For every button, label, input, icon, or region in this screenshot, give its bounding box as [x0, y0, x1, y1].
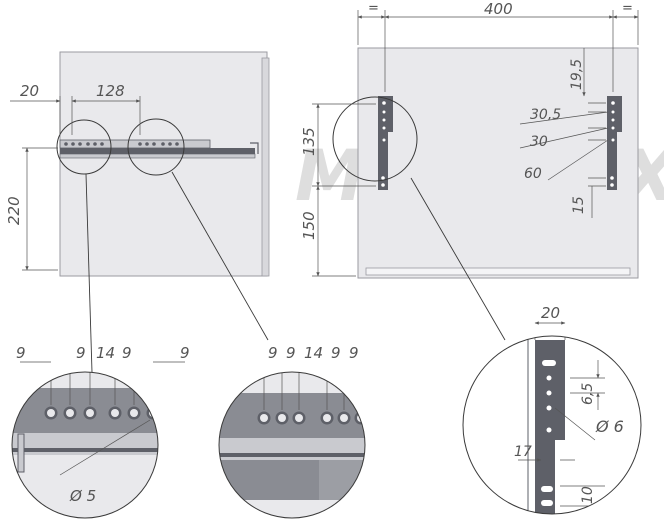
dim-equal-left: = [368, 1, 379, 16]
detail-right-width: 20 [541, 304, 560, 322]
detail-middle: 9 9 14 9 9 [218, 344, 366, 519]
right-cabinet-panel [357, 47, 639, 279]
dim-lower-height: 150 [300, 211, 318, 240]
left-dim-spacing: 128 [96, 82, 125, 100]
left-dim-height: 220 [5, 196, 23, 225]
right-bracket-right [607, 96, 622, 190]
right-view: = 400 = 135 150 19,5 30,5 30 60 15 [300, 0, 639, 279]
left-cabinet-panel [59, 51, 268, 277]
left-detail-callout-a [56, 119, 112, 175]
detail-right: 20 6,5 Ø 6 17 10 [462, 304, 642, 515]
left-dim-offset: 20 [20, 82, 39, 100]
right-detail-callout [332, 96, 418, 182]
dim-equal-right: = [622, 1, 633, 16]
dim-60: 60 [524, 166, 542, 182]
detail-leaders [85, 171, 506, 373]
left-view: 20 128 220 [5, 51, 270, 277]
detail-right-hole-diameter: Ø 6 [595, 417, 624, 436]
dim-30: 30 [530, 134, 548, 150]
dim-15: 15 [571, 196, 587, 214]
detail-left-dim-3: 14 [96, 344, 115, 362]
detail-left: 9 9 14 9 9 Ø 5 [11, 344, 190, 519]
right-bracket-left [378, 96, 393, 190]
left-cabinet-side [261, 57, 270, 277]
right-cabinet-shelf [365, 267, 631, 276]
detail-right-offset: 6,5 [580, 383, 596, 405]
dim-19-5: 19,5 [569, 59, 585, 90]
detail-mid-dim-2: 9 [286, 344, 296, 362]
detail-left-dim-1: 9 [16, 344, 26, 362]
left-drawer-rail [59, 139, 259, 159]
detail-mid-dim-3: 14 [304, 344, 323, 362]
detail-mid-dim-4: 9 [331, 344, 341, 362]
detail-left-dim-5: 9 [180, 344, 190, 362]
dim-total-width: 400 [484, 0, 513, 18]
left-detail-callout-b [127, 118, 185, 176]
detail-left-dim-2: 9 [76, 344, 86, 362]
detail-right-dim-17: 17 [514, 444, 532, 460]
detail-left-dim-4: 9 [122, 344, 132, 362]
detail-right-dim-10: 10 [580, 486, 596, 504]
detail-mid-dim-5: 9 [349, 344, 359, 362]
dim-30-5: 30,5 [530, 107, 561, 123]
dim-upper-height: 135 [300, 127, 318, 156]
detail-mid-dim-1: 9 [268, 344, 278, 362]
detail-left-hole-diameter: Ø 5 [69, 487, 96, 505]
